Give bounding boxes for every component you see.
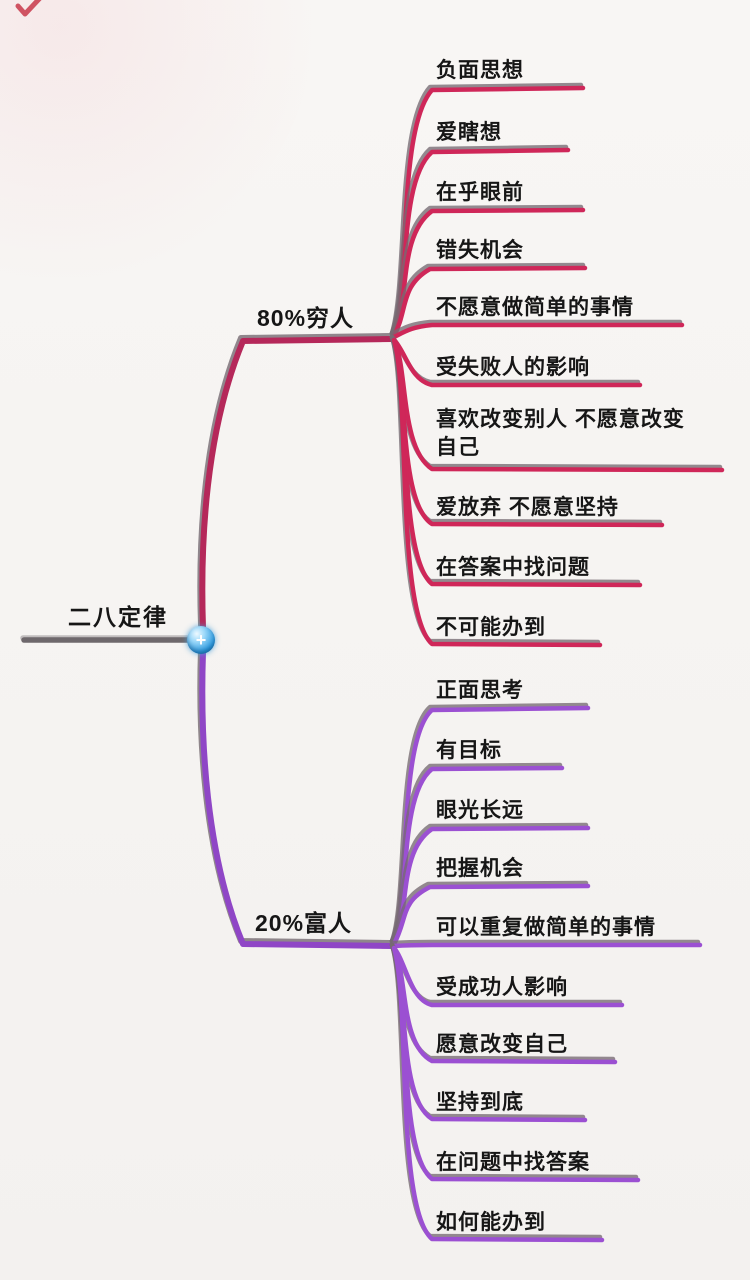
leaf-rich-7[interactable]: 愿意改变自己 — [436, 1033, 568, 1056]
trunk-rich — [199, 649, 396, 949]
branch-curve-rich-4 — [391, 883, 591, 947]
leaf-rich-1[interactable]: 正面思考 — [436, 679, 524, 702]
leaf-rich-9[interactable]: 在问题中找答案 — [436, 1151, 590, 1174]
leaf-poor-7[interactable]: 喜欢改变别人 不愿意改变自己 — [436, 408, 685, 459]
leaf-rich-2[interactable]: 有目标 — [436, 739, 502, 762]
leaf-poor-3[interactable]: 在乎眼前 — [436, 181, 524, 204]
leaf-poor-8[interactable]: 爱放弃 不愿意坚持 — [436, 496, 619, 519]
leaf-poor-9[interactable]: 在答案中找问题 — [436, 556, 590, 579]
expand-toggle-button[interactable]: + — [187, 626, 215, 654]
branch-curve-poor-10 — [391, 337, 603, 648]
leaf-rich-3[interactable]: 眼光长远 — [436, 799, 524, 822]
leaf-rich-5[interactable]: 可以重复做简单的事情 — [436, 916, 656, 939]
leaf-rich-6[interactable]: 受成功人影响 — [436, 976, 568, 999]
root-node[interactable]: 二八定律 — [68, 604, 168, 630]
branch-node-poor[interactable]: 80%穷人 — [257, 305, 355, 331]
branch-curve-rich-10 — [391, 945, 605, 1243]
leaf-poor-6[interactable]: 受失败人的影响 — [436, 356, 590, 379]
branch-node-rich[interactable]: 20%富人 — [255, 910, 353, 936]
leaf-poor-2[interactable]: 爱瞎想 — [436, 121, 502, 144]
leaf-rich-4[interactable]: 把握机会 — [436, 857, 524, 880]
leaf-poor-5[interactable]: 不愿意做简单的事情 — [436, 296, 634, 319]
branch-curve-poor-4 — [391, 265, 588, 339]
leaf-poor-10[interactable]: 不可能办到 — [436, 616, 546, 639]
branch-curve-poor-5 — [391, 322, 685, 340]
trunk-poor — [199, 336, 396, 631]
branch-curve-rich-5 — [391, 942, 703, 949]
leaf-poor-1[interactable]: 负面思想 — [436, 59, 524, 82]
leaf-rich-8[interactable]: 坚持到底 — [436, 1091, 524, 1114]
leaf-rich-10[interactable]: 如何能办到 — [436, 1211, 546, 1234]
red-corner-mark — [15, 0, 42, 17]
leaf-poor-4[interactable]: 错失机会 — [436, 239, 524, 262]
